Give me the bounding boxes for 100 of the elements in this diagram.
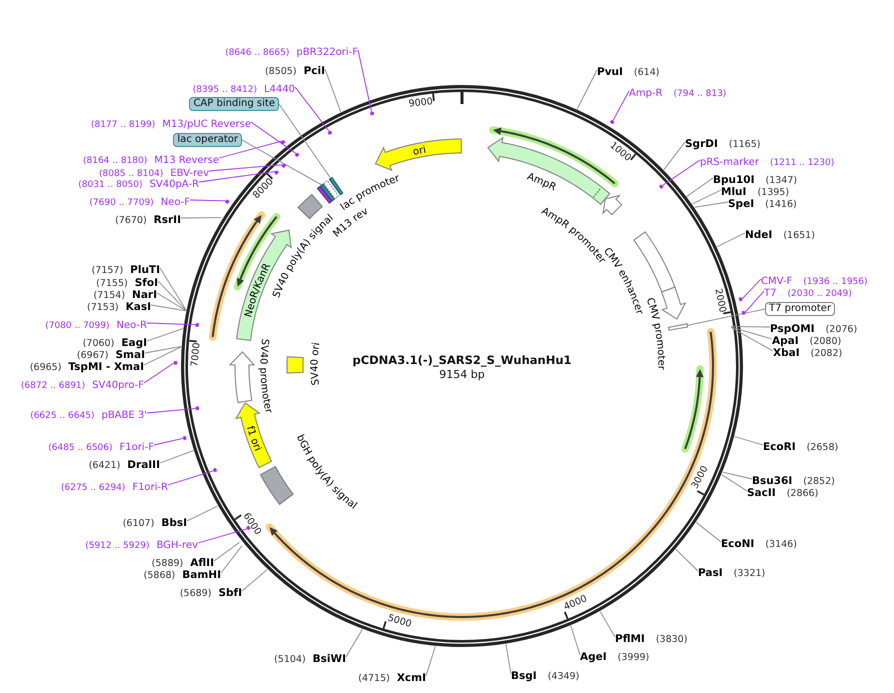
leader-line [734,436,764,446]
primer-name: EBV-rev [170,168,209,180]
primer-site-mark [212,468,218,472]
enzyme-name: EcoRI [763,441,796,453]
leader-line [218,140,283,158]
primer-site-mark [282,164,286,168]
primer-name: M13/pUC Reverse [162,119,251,131]
leader-line [198,171,276,182]
cut-site-position: (1395) [757,187,790,199]
leader-line [160,450,194,464]
cut-site-position: (3830) [656,634,688,646]
enzyme-name: BamHI [182,569,221,581]
cut-site-position: (7157) [92,265,124,277]
enzyme-name: EagI [121,337,147,349]
primer-site-mark [738,297,742,302]
primer-site-mark [610,120,614,124]
cut-site-position: (7060) [82,338,114,350]
cut-site-position: (2080) [810,336,842,348]
primer-binding-range: (1936 .. 1956) [803,276,868,288]
enzyme-name: RsrII [154,214,181,226]
primer-name: F1ori-R [132,482,168,494]
enzyme-name: PvuI [597,66,623,78]
leader-line [722,472,752,480]
primer-site-mark [294,152,300,158]
primer-binding-range: (8085 .. 8104) [99,168,164,180]
enzyme-name: NarI [132,289,157,301]
enzyme-name: TspMI - XmaI [68,361,144,373]
primer-site-mark [246,526,251,530]
enzyme-name: SacII [747,487,776,499]
primer-binding-range: (7690 .. 7709) [89,197,154,209]
feature-label: f1 ori [244,424,263,453]
primer-binding-range: (2030 .. 2049) [787,288,852,300]
enzyme-name: SpeI [728,198,754,210]
enzyme-name: BsiWI [312,653,346,665]
primer-name: Amp-R [629,88,662,100]
primer-site-mark [196,406,200,410]
cut-site-position: (6967) [76,350,108,362]
primer-name: pBR322ori-F [296,47,358,59]
cut-site-position: (6107) [122,518,154,530]
leader-line [190,200,227,202]
leader-line [144,346,182,366]
primer-site-mark [280,140,286,144]
cut-site-position: (5104) [274,654,306,666]
feature-bar [668,323,688,331]
leader-line [220,545,242,574]
leader-line [692,190,722,204]
primer-site-mark [182,436,187,440]
leader-line [730,326,772,340]
leader-line [730,327,774,352]
primer-name: pRS-marker [700,157,759,169]
cut-site-position: (8505) [264,66,297,78]
primer-site-mark [328,130,332,135]
leader-line [612,90,630,122]
cut-site-position: (7155) [96,278,128,290]
primer-binding-range: (7080 .. 7099) [45,320,110,332]
cut-site-position: (4349) [548,671,580,683]
feature-tag: T7 promoter [765,302,836,316]
primer-binding-range: (6872 .. 6891) [20,380,86,392]
leader-line [426,646,436,676]
cut-site-position: (5689) [180,588,212,600]
leader-line [208,164,284,172]
enzyme-name: SbfI [218,587,242,599]
enzyme-name: PciI [304,65,325,77]
leader-line [570,625,580,656]
leader-line [324,68,342,112]
primer-binding-range: (6625 .. 6645) [30,410,94,422]
plasmid-size: 9154 bp [439,368,485,381]
enzyme-name: BbsI [161,517,187,529]
leader-line [742,278,762,300]
position-tick-label: 5000 [386,612,413,630]
leader-line [146,328,184,342]
primer-site-mark [225,199,230,204]
cut-site-position: (6965) [30,362,62,374]
enzyme-name: SfoI [134,277,158,289]
enzyme-name: PflMI [615,633,645,645]
cut-site-position: (1651) [783,230,815,242]
leader-line [150,304,186,312]
primer-site-mark [195,322,199,327]
cut-site-position: (7670) [115,215,147,227]
cut-site-position: (3999) [618,652,650,664]
enzyme-name: PspOMI [770,323,815,335]
position-tick-label: 4000 [562,593,589,613]
feature-tag: CAP binding site [189,97,279,111]
cut-site-position: (1165) [728,139,760,151]
leader-line [600,610,616,638]
leader-line [716,232,746,248]
cut-site-position: (2852) [803,476,835,488]
cut-site-position: (1416) [765,199,797,211]
cut-site-position: (2082) [810,348,842,360]
primer-binding-range: (6275 .. 6294) [61,482,126,494]
enzyme-name: Bsu36I [752,475,792,487]
enzyme-name: MluI [721,186,746,198]
leader-line [146,322,196,326]
cut-site-position: (614) [634,67,660,79]
primer-site-mark [658,184,664,189]
leader-line [358,50,372,113]
enzyme-name: NdeI [745,229,772,241]
enzyme-name: SgrDI [685,138,718,150]
leader-line [278,104,331,179]
leader-line [242,140,322,186]
